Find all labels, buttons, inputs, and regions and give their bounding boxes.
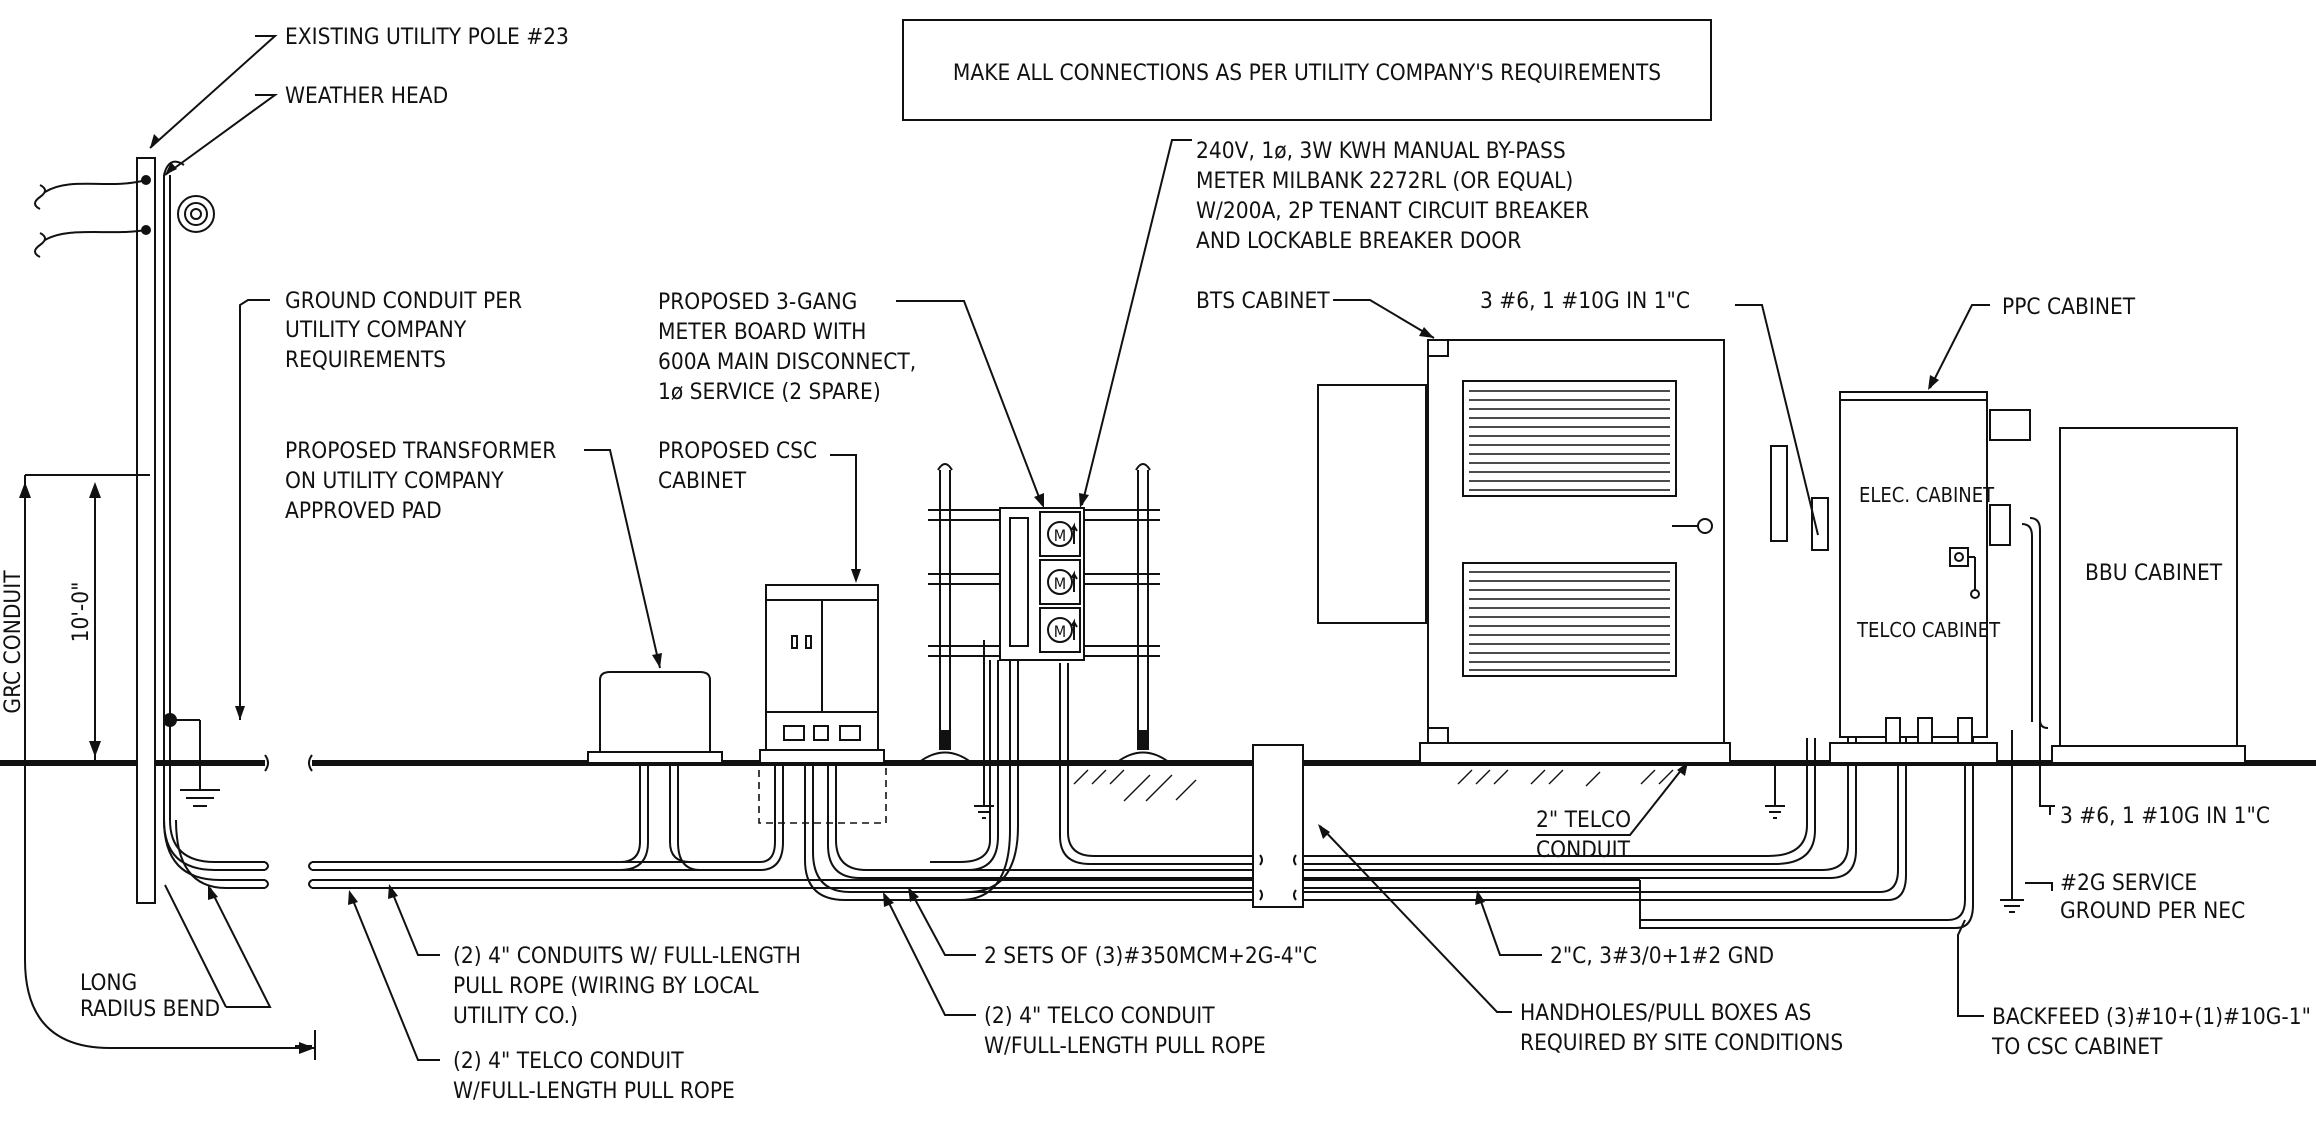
label-handholes-2: REQUIRED BY SITE CONDITIONS bbox=[1520, 1030, 1843, 1056]
label-transformer-3: APPROVED PAD bbox=[285, 498, 442, 524]
bts-foundation-hatch bbox=[1073, 769, 1674, 802]
title-box: MAKE ALL CONNECTIONS AS PER UTILITY COMP… bbox=[902, 19, 1712, 121]
kwh-meter-1: M bbox=[1047, 521, 1078, 547]
label-meter-board-2: METER BOARD WITH bbox=[658, 319, 866, 345]
kwh-meter-2: M bbox=[1047, 569, 1078, 595]
label-ppc-cabinet: PPC CABINET bbox=[2002, 294, 2136, 320]
label-csc-1: PROPOSED CSC bbox=[658, 438, 817, 464]
label-handholes-1: HANDHOLES/PULL BOXES AS bbox=[1520, 1000, 1811, 1026]
label-utility-conduits-2: PULL ROPE (WIRING BY LOCAL bbox=[453, 973, 759, 999]
label-weather-head: WEATHER HEAD bbox=[285, 83, 448, 109]
title-box-border bbox=[902, 19, 1712, 121]
label-utility-conduits-3: UTILITY CO.) bbox=[453, 1003, 578, 1029]
label-meter-board-1: PROPOSED 3-GANG bbox=[658, 289, 857, 315]
label-csc-2: CABINET bbox=[658, 468, 747, 494]
labels: EXISTING UTILITY POLE #23 WEATHER HEAD G… bbox=[80, 24, 2311, 1104]
label-kwh-meter-1: 240V, 1ø, 3W KWH MANUAL BY-PASS bbox=[1196, 138, 1566, 164]
bts-vent-lower bbox=[1469, 571, 1670, 671]
ppc-cabinet bbox=[1770, 391, 2031, 764]
label-transformer-1: PROPOSED TRANSFORMER bbox=[285, 438, 556, 464]
label-telco-left-1: (2) 4" TELCO CONDUIT bbox=[453, 1048, 684, 1074]
kwh-meter-3: M bbox=[1047, 617, 1078, 643]
label-transformer-2: ON UTILITY COMPANY bbox=[285, 468, 504, 494]
grc-conduit-label: GRC CONDUIT bbox=[0, 570, 26, 714]
label-utility-conduits-1: (2) 4" CONDUITS W/ FULL-LENGTH bbox=[453, 943, 801, 969]
label-ground-conduit-3: REQUIREMENTS bbox=[285, 347, 446, 373]
weather-head bbox=[163, 160, 215, 740]
label-long-radius-2: RADIUS BEND bbox=[80, 996, 220, 1022]
label-meter-board-4: 1ø SERVICE (2 SPARE) bbox=[658, 379, 881, 405]
label-kwh-meter-2: METER MILBANK 2272RL (OR EQUAL) bbox=[1196, 168, 1573, 194]
label-telco-cabinet: TELCO CABINET bbox=[1856, 618, 2001, 642]
meter-symbol-2: M bbox=[1054, 574, 1066, 593]
bts-cabinet bbox=[1073, 339, 1731, 802]
underground-conduits bbox=[264, 640, 2024, 929]
label-meter-board-3: 600A MAIN DISCONNECT, bbox=[658, 349, 916, 375]
pole-body bbox=[136, 157, 156, 904]
label-telco-2in-1: 2" TELCO bbox=[1536, 807, 1631, 833]
handhole-pull-box bbox=[1252, 744, 1304, 908]
label-350mcm: 2 SETS OF (3)#350MCM+2G-4"C bbox=[984, 943, 1317, 969]
bts-vent-upper bbox=[1469, 390, 1670, 491]
label-telco-mid-1: (2) 4" TELCO CONDUIT bbox=[984, 1003, 1215, 1029]
transformer bbox=[587, 671, 723, 764]
label-ground-conduit-2: UTILITY COMPANY bbox=[285, 317, 467, 343]
label-service-ground-2: GROUND PER NEC bbox=[2060, 898, 2245, 924]
csc-cabinet bbox=[758, 584, 887, 824]
utility-pole bbox=[34, 157, 265, 904]
label-bts-cabinet: BTS CABINET bbox=[1196, 288, 1330, 314]
label-telco-2in-2: CONDUIT bbox=[1536, 837, 1631, 863]
height-dimension: 10'-0" GRC CONDUIT bbox=[0, 474, 316, 1060]
label-bbu-cabinet: BBU CABINET bbox=[2085, 560, 2223, 586]
label-service-ground-1: #2G SERVICE bbox=[2060, 870, 2197, 896]
label-conduit-2c: 2"C, 3#3/0+1#2 GND bbox=[1550, 943, 1774, 969]
label-telco-left-2: W/FULL-LENGTH PULL ROPE bbox=[453, 1078, 735, 1104]
label-feeder-right: 3 #6, 1 #10G IN 1"C bbox=[2060, 803, 2270, 829]
label-feeder-top: 3 #6, 1 #10G IN 1"C bbox=[1480, 288, 1690, 314]
bbu-cabinet bbox=[2021, 427, 2246, 807]
label-backfeed-2: TO CSC CABINET bbox=[1991, 1034, 2163, 1060]
meter-symbol-1: M bbox=[1054, 526, 1066, 545]
label-backfeed-1: BACKFEED (3)#10+(1)#10G-1" bbox=[1992, 1004, 2311, 1030]
label-long-radius-1: LONG bbox=[80, 970, 137, 996]
label-existing-pole: EXISTING UTILITY POLE #23 bbox=[285, 24, 569, 50]
leader-lines bbox=[149, 35, 2053, 1061]
label-kwh-meter-4: AND LOCKABLE BREAKER DOOR bbox=[1196, 228, 1521, 254]
title-box-text: MAKE ALL CONNECTIONS AS PER UTILITY COMP… bbox=[953, 60, 1661, 86]
label-ground-conduit-1: GROUND CONDUIT PER bbox=[285, 288, 522, 314]
label-telco-mid-2: W/FULL-LENGTH PULL ROPE bbox=[984, 1033, 1266, 1059]
meter-board: M M M bbox=[917, 463, 1171, 764]
meter-symbol-3: M bbox=[1054, 622, 1066, 641]
height-dimension-text: 10'-0" bbox=[68, 582, 94, 643]
label-elec-cabinet: ELEC. CABINET bbox=[1859, 483, 1995, 507]
label-kwh-meter-3: W/200A, 2P TENANT CIRCUIT BREAKER bbox=[1196, 198, 1589, 224]
